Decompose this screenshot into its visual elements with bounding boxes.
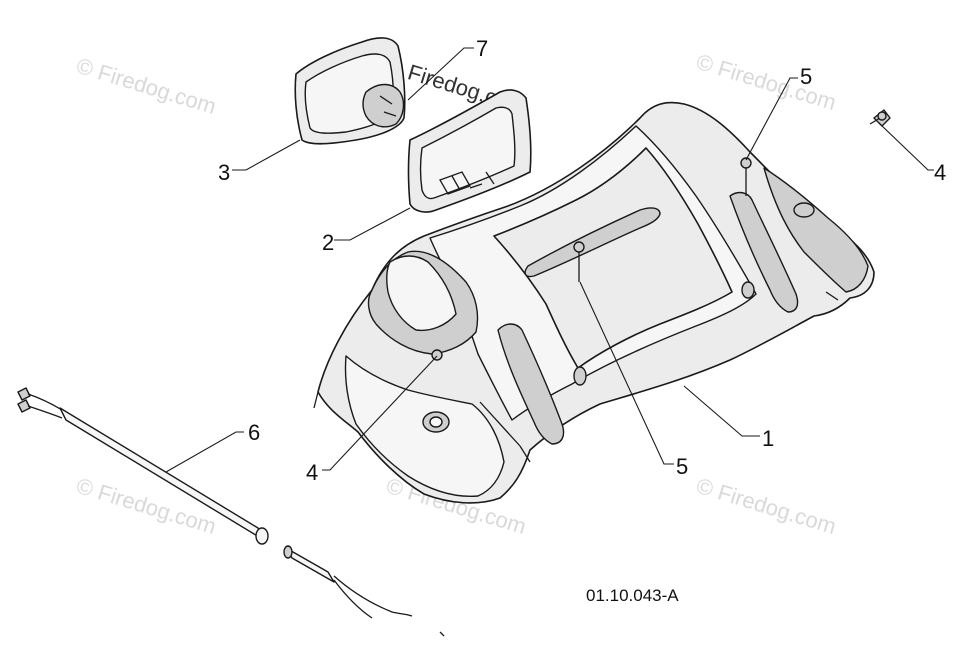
watermark: © Firedog.com xyxy=(694,473,840,539)
drawing-code: 01.10.043-A xyxy=(586,586,679,605)
callout-7: 7 xyxy=(476,36,488,61)
watermark: © Firedog.com xyxy=(74,473,220,539)
screw-part-4 xyxy=(869,109,891,127)
callout-4: 4 xyxy=(306,460,318,485)
cable-part-6 xyxy=(17,387,445,637)
watermark: © Firedog.com xyxy=(694,49,840,115)
callout-2: 2 xyxy=(322,230,334,255)
watermark: © Firedog.com xyxy=(74,53,220,119)
callout-5: 5 xyxy=(800,64,812,89)
bezel-part-2 xyxy=(407,89,532,213)
leader-lines xyxy=(165,47,934,473)
callout-1: 1 xyxy=(762,426,774,451)
housing-part-1 xyxy=(313,101,875,504)
callout-6: 6 xyxy=(248,420,260,445)
callout-5: 5 xyxy=(676,454,688,479)
callout-4: 4 xyxy=(934,160,946,185)
callout-3: 3 xyxy=(218,160,230,185)
headlight-part-3 xyxy=(294,37,406,145)
